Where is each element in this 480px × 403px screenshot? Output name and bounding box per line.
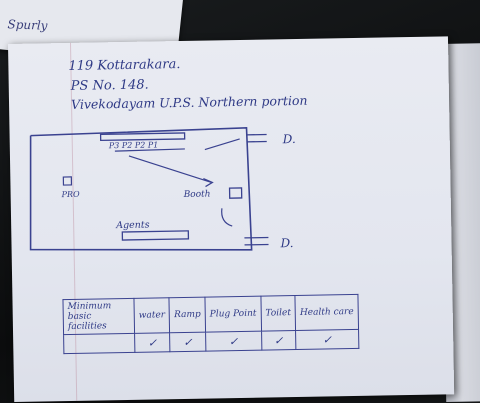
facilities-check-row: ✓ ✓ ✓ ✓ ✓ [63, 329, 359, 354]
door-bottom-label: D. [279, 236, 293, 250]
officers-label: P3 P2 P2 P1 [108, 140, 159, 150]
door-top-label: D. [282, 132, 296, 146]
facilities-table: Minimum basic facilities water Ramp Plug… [62, 294, 359, 354]
pro-label: PRO [61, 190, 81, 199]
heading-polling-station: PS No. 148. [70, 77, 149, 94]
check-label-cell [63, 333, 135, 354]
heading-constituency: 119 Kottarakara. [68, 56, 181, 74]
header-basic-facilities: Minimum basic facilities [62, 298, 135, 335]
check-ramp: ✓ [169, 332, 206, 352]
note-text: Spurly [7, 17, 48, 33]
check-health-care: ✓ [295, 329, 359, 350]
booth-label: Booth [183, 189, 211, 199]
facilities-header-row: Minimum basic facilities water Ramp Plug… [62, 294, 359, 335]
header-health-care: Health care [295, 294, 359, 331]
header-water: water [133, 297, 170, 334]
pro-box [62, 176, 73, 186]
exit-arrow [221, 208, 233, 227]
agents-bench [121, 230, 190, 241]
booth-arrow [128, 155, 212, 184]
heading-location: Vivekodayam U.P.S. Northern portion [70, 92, 308, 112]
booth-layout-sketch: P3 P2 P2 P1 PRO Booth Agents D. D. [29, 127, 296, 251]
check-toilet: ✓ [261, 330, 297, 351]
officers-table [99, 132, 186, 142]
officers-arrow [114, 148, 185, 152]
agents-label: Agents [115, 220, 150, 232]
booth-arrowhead [203, 178, 214, 188]
check-water: ✓ [134, 332, 171, 353]
check-plug-point: ✓ [205, 331, 262, 352]
booth-box [228, 187, 243, 199]
room-outline [29, 127, 253, 251]
door-arrow [204, 138, 240, 151]
header-ramp: Ramp [169, 297, 206, 333]
header-plug-point: Plug Point [204, 296, 262, 333]
header-toilet: Toilet [260, 295, 296, 332]
notebook-page: 119 Kottarakara. PS No. 148. Vivekodayam… [8, 36, 455, 402]
